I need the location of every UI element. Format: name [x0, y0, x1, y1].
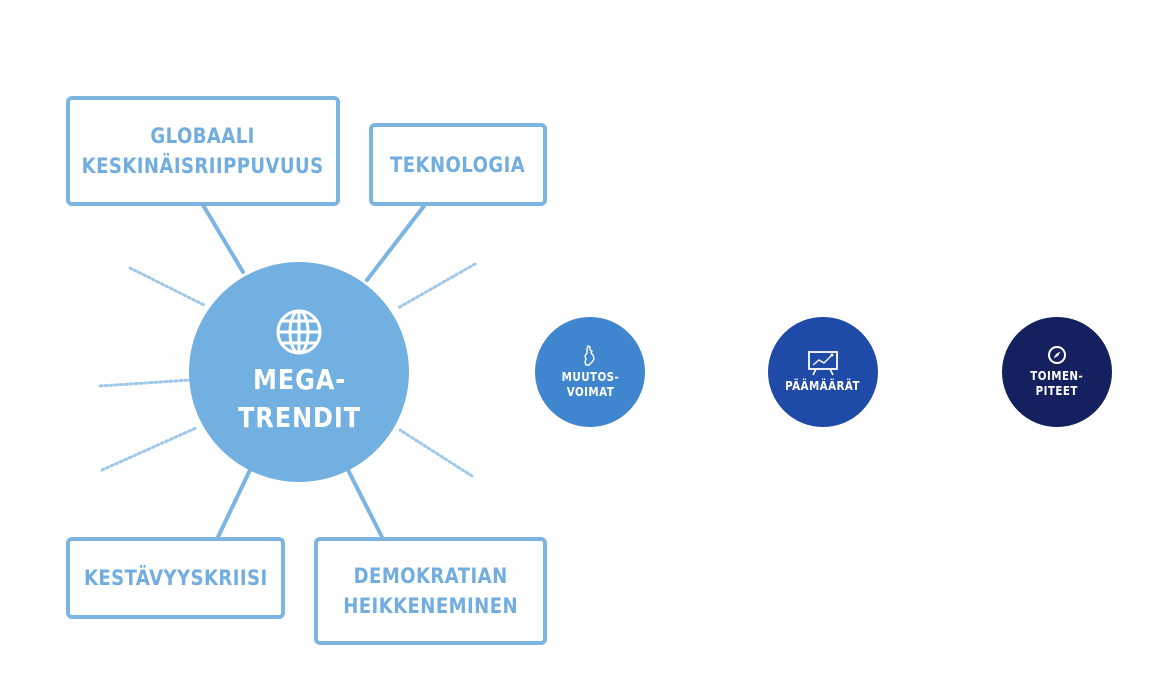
box-label: KESTÄVYYSKRIISI	[83, 566, 268, 590]
paamaarat-label: PÄÄMÄÄRÄT	[785, 379, 861, 393]
ray-left-lower	[100, 426, 198, 472]
megatrendit-circle: MEGA- TRENDIT	[189, 262, 409, 482]
box-label: DEMOKRATIAN HEIKKENEMINEN	[343, 564, 518, 618]
megatrendit-label: MEGA- TRENDIT	[237, 363, 361, 434]
muutosvoimat-circle: MUUTOS- VOIMAT	[535, 317, 645, 427]
box-globaali-keskinaisriippuvuus: GLOBAALI KESKINÄISRIIPPUVUUS	[66, 96, 340, 206]
ray-lower-right	[398, 428, 474, 478]
box-label: GLOBAALI KESKINÄISRIIPPUVUUS	[82, 124, 324, 178]
box-demokratian-heikkeneminen: DEMOKRATIAN HEIKKENEMINEN	[314, 537, 547, 645]
box-label: TEKNOLOGIA	[390, 152, 526, 177]
compass-icon	[1048, 346, 1066, 364]
box-kestavyyskriisi: KESTÄVYYSKRIISI	[66, 537, 285, 619]
muutosvoimat-label: MUUTOS- VOIMAT	[561, 369, 619, 399]
connector-kestavyys	[216, 468, 252, 539]
box-teknologia: TEKNOLOGIA	[369, 123, 547, 206]
ray-upper-left	[128, 266, 208, 308]
toimenpiteet-label: TOIMEN- PITEET	[1030, 369, 1084, 398]
connector-teknologia	[365, 204, 426, 282]
paamaarat-circle: PÄÄMÄÄRÄT	[768, 317, 878, 427]
globe-icon	[276, 309, 322, 355]
finland-map-icon	[584, 344, 595, 366]
connector-globaali	[201, 203, 245, 274]
toimenpiteet-circle: TOIMEN- PITEET	[1002, 317, 1112, 427]
connector-demokratia	[346, 468, 384, 539]
presentation-board-icon	[808, 351, 838, 376]
ray-left-upper	[98, 378, 192, 388]
ray-upper-right	[396, 262, 477, 310]
